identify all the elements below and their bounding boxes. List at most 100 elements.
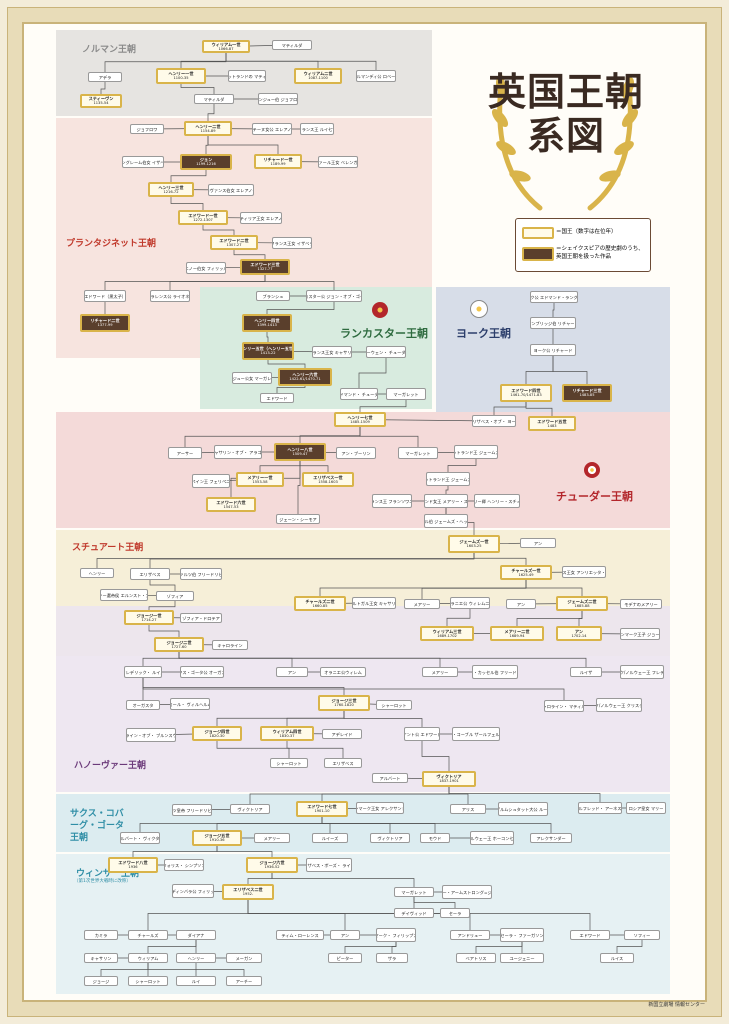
white-rose-icon	[470, 300, 488, 318]
person-name: スコットランド女王 メアリー・スチュアート	[424, 498, 468, 504]
person-adelaide: アデレイド	[322, 729, 362, 739]
publisher-credit: 新国立劇場 情報センター	[648, 1002, 705, 1008]
reign-years: 1399-1413	[257, 323, 277, 327]
reign-years: 1702-14	[571, 633, 587, 638]
person-catherine-v: フランス王女 キャサリン	[312, 346, 352, 358]
person-name: シャーロット	[135, 978, 161, 984]
reign-years: 1689-94	[509, 633, 525, 638]
reign-years: 1199-1216	[196, 162, 216, 166]
reign-years: 1820-30	[209, 733, 225, 738]
person-timothy: ティム・ローレンス	[276, 930, 324, 940]
reign-years: 1936-52	[264, 865, 280, 869]
connector-line	[421, 734, 450, 779]
person-name: スコットランド王 ジェームズ五世	[427, 476, 469, 482]
person-sarah: セーラ	[440, 908, 470, 918]
person-name: メアリー二世	[504, 628, 530, 634]
person-name: カミラ	[94, 932, 108, 938]
person-name: メーガン	[235, 955, 253, 961]
person-name: カスティリア王女 エレアノール	[240, 215, 282, 221]
person-name: フランス王女 イザベラ	[272, 240, 312, 246]
person-name: ヘンリー五世（ヘンリー五世）	[242, 346, 294, 351]
person-name: ヘッセン・ ダルムシュタット大公 ルートヴィヒ四世	[498, 806, 548, 812]
person-name: アレクサンダー	[536, 835, 566, 841]
person-margaret-w: マーガレット	[394, 887, 434, 897]
person-name: エドワード六世	[216, 499, 246, 505]
reign-years: 1910-36	[209, 838, 225, 842]
person-catherine: キャサリン	[84, 953, 118, 963]
person-name: キャロライン・オブ・ ブルンスウィック	[126, 732, 175, 738]
person-mary-s: スコットランド女王 メアリー・スチュアート	[424, 494, 468, 508]
reign-years: 1901-10	[314, 809, 330, 813]
person-geoffrey: アンジュー伯 ジョフロワ	[258, 93, 298, 105]
person-george-d: デンマーク王子 ジョージ	[620, 628, 660, 640]
person-name: ルイ	[191, 978, 201, 984]
person-name: アン	[533, 540, 543, 546]
tudor-label: チューダー王朝	[556, 490, 633, 503]
person-ernst: ハノーヴァー選帝侯 エルンスト・アウグスト	[100, 589, 148, 601]
person-philip2: スペイン王 フェリペ二世	[192, 474, 230, 488]
person-anne-d: アン	[520, 538, 556, 548]
plantagenet-label: プランタジネット王朝	[66, 239, 157, 249]
person-name: ジョージ二世	[166, 639, 192, 645]
person-name: ヘンリー	[187, 955, 205, 961]
person-name: ジョージ	[92, 978, 110, 984]
person-name: セーラ・ ファーガソン	[500, 932, 544, 938]
person-name: ランカスター公 ジョン・オブ・ゴーント	[307, 293, 361, 299]
person-name: ウォリス・ シンプソン	[164, 862, 204, 868]
reign-years: 1952-	[242, 892, 254, 896]
reign-years: 1154-89	[200, 128, 216, 133]
person-name: プファルツ伯 フリードリヒ五世	[181, 571, 222, 577]
person-name: ダーンリー卿 ヘンリー・スチュアート	[474, 498, 520, 504]
reign-years: 1936	[128, 865, 138, 869]
person-sophie: ソフィー	[624, 930, 660, 940]
person-name: キャサリン・オブ・ アラゴン	[214, 449, 262, 455]
title-line-2: 系図	[526, 113, 605, 158]
reign-years: 1135-54	[93, 101, 109, 105]
person-mary-h: メアリー	[422, 667, 458, 677]
person-name: ヨーク公 エドマンド・ラングリー	[530, 294, 578, 300]
person-name: アン・ブーリン	[341, 450, 371, 456]
person-name: ドイツ皇帝 フリードリヒ三世	[172, 807, 212, 813]
person-sophia-d: ゾフィア・ドロテア	[180, 613, 222, 623]
person-kaiser: ドイツ皇帝 フリードリヒ三世	[172, 804, 212, 816]
reign-years: 1272-1307	[193, 217, 213, 222]
person-name: ボスウェル伯 ジェームズ・ヘップバーン	[424, 518, 468, 524]
person-name: キャサリン	[90, 955, 112, 961]
person-victoria-s: サクス・コーブル ザールフェルト公女	[452, 727, 500, 741]
person-name: ダイアナ	[187, 932, 205, 938]
person-name: ヘッセ・カッセル伯 フリードリッヒ	[473, 669, 517, 675]
person-maud: モウド	[420, 833, 450, 843]
person-zara: ザラ	[376, 953, 408, 963]
person-beatrice: ベアトリス	[456, 953, 496, 963]
person-name: スティーヴン	[88, 96, 114, 101]
person-darnley: ダーンリー卿 ヘンリー・スチュアート	[474, 494, 520, 508]
person-name: マーガレット	[393, 391, 419, 397]
person-karl: カール・ ヴィルヘルム	[170, 698, 210, 710]
person-camilla: カミラ	[84, 930, 118, 940]
person-louis-w: ルイ	[176, 976, 216, 986]
legend-king-text: ＝国王（数字は在位年）	[556, 229, 617, 235]
person-name: ソフィー	[633, 932, 651, 938]
person-william: ウィリアム	[128, 953, 168, 963]
person-henry5: ヘンリー五世（ヘンリー五世）1413-22	[242, 342, 294, 360]
person-name: マティルダ	[203, 96, 225, 102]
person-catherine-ar: キャサリン・オブ・ アラゴン	[214, 445, 262, 459]
person-name: ティム・ローレンス	[281, 932, 319, 938]
person-name: ナヴァール王女 ベレンガリア	[318, 159, 358, 165]
reign-years: 1509-47	[292, 452, 308, 456]
person-name: ヘンリー六世	[292, 372, 318, 377]
person-jane: ジェーン・シーモア	[276, 514, 320, 524]
person-name: アルバート・ ヴィクター	[120, 835, 160, 841]
person-name: エドワード四世	[511, 388, 541, 393]
person-margaret-b: マーガレット	[386, 388, 426, 400]
person-wallis: ウォリス・ シンプソン	[164, 859, 204, 871]
